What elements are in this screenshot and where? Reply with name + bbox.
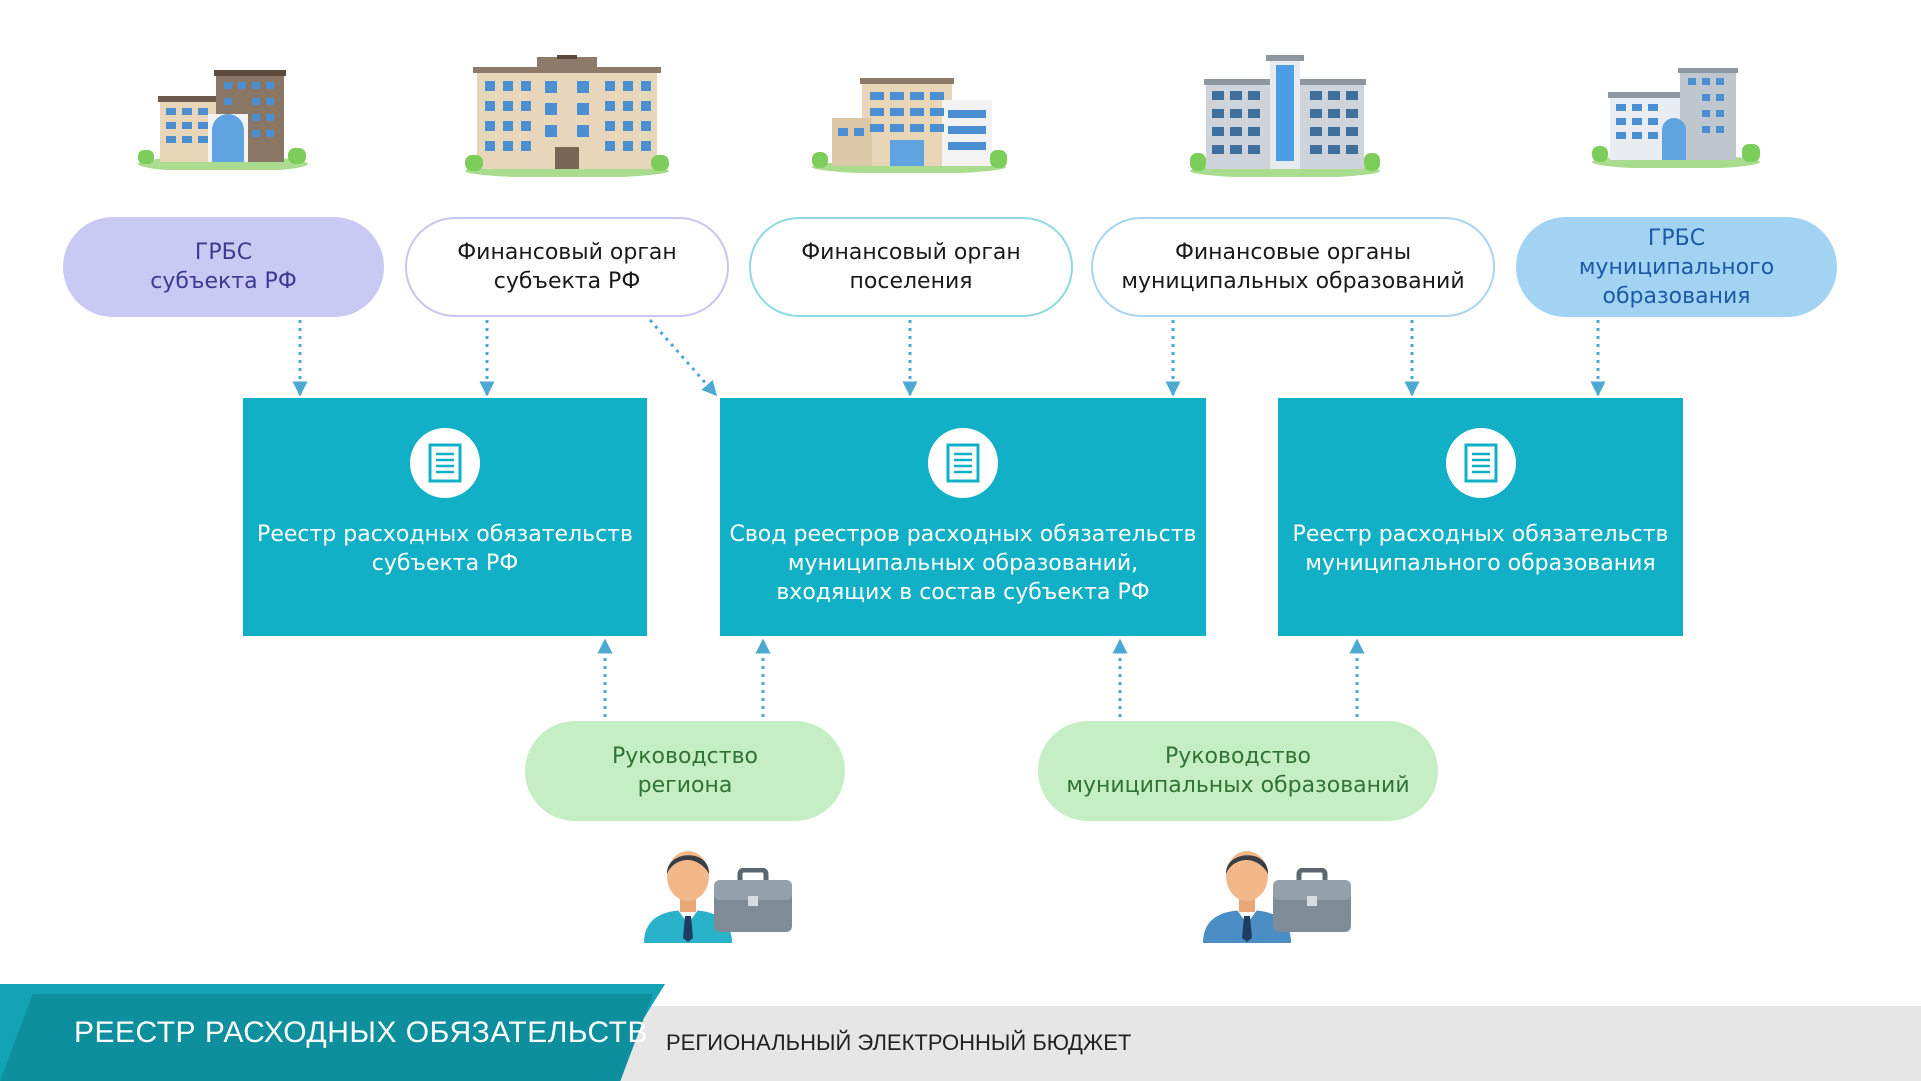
registry-label: субъекта РФ [371,551,519,576]
registry-label: муниципальных образований, [787,551,1139,576]
node-label: муниципальных образований [1121,269,1465,294]
node-label: региона [637,773,733,798]
building-icon [1190,55,1380,177]
manager-icon [1203,851,1291,943]
registry-municipal-box: Реестр расходных обязательств муниципаль… [1278,398,1683,636]
registry-subject-box: Реестр расходных обязательств субъекта Р… [243,398,647,636]
document-icon [928,428,998,498]
registry-label: входящих в состав субъекта РФ [776,580,1150,605]
node-label: образования [1602,283,1751,309]
node-finance-subject: Финансовый орган субъекта РФ [405,217,729,317]
node-label: ГРБС [1647,225,1706,251]
node-management-municipal: Руководство муниципальных образований [1038,721,1438,821]
footer-title: РЕЕСТР РАСХОДНЫХ ОБЯЗАТЕЛЬСТВ [74,1016,648,1049]
building-icon [465,55,669,177]
document-icon [1445,428,1516,498]
node-label: Руководство [611,744,758,769]
node-label: Финансовые органы [1174,240,1412,265]
manager-icon [644,851,732,943]
registry-label: муниципального образования [1305,551,1656,576]
building-icon [812,78,1007,173]
briefcase-icon [714,868,792,932]
node-label: Руководство [1164,744,1311,769]
node-label: поселения [849,269,973,294]
registry-label: Реестр расходных обязательств [257,522,633,547]
node-label: Финансовый орган [457,240,677,265]
building-icon [1592,68,1760,168]
building-icon [138,70,308,170]
node-finance-settlement: Финансовый орган поселения [749,217,1073,317]
node-grbs-subject: ГРБС субъекта РФ [63,217,384,317]
registry-summary-box: Свод реестров расходных обязательств мун… [720,398,1206,636]
node-management-region: Руководство региона [525,721,845,821]
document-icon [410,428,480,498]
registry-label: Реестр расходных обязательств [1292,522,1669,547]
node-label: муниципального [1578,254,1775,280]
node-grbs-municipal: ГРБС муниципального образования [1516,217,1837,317]
node-label: субъекта РФ [150,269,297,294]
node-label: Финансовый орган [801,240,1021,265]
briefcase-icon [1273,868,1351,932]
footer-subtitle: РЕГИОНАЛЬНЫЙ ЭЛЕКТРОННЫЙ БЮДЖЕТ [666,1030,1132,1055]
node-label: ГРБС [194,240,253,265]
registry-label: Свод реестров расходных обязательств [729,522,1197,547]
arrow [648,319,718,397]
node-label: муниципальных образований [1066,773,1410,798]
node-finance-municipal: Финансовые органы муниципальных образова… [1091,217,1495,317]
node-label: субъекта РФ [493,269,641,294]
footer-title-banner-inner [0,994,653,1081]
